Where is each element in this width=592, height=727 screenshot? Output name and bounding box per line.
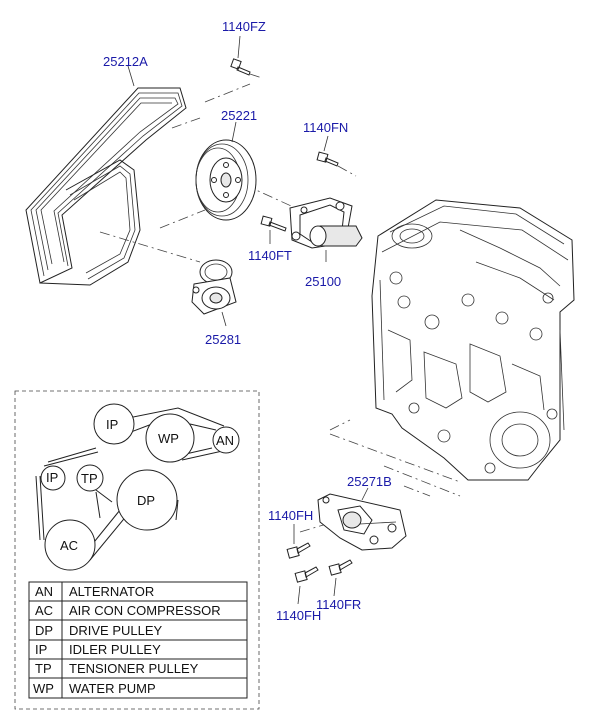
label-idler-pulley[interactable]: 25281	[205, 332, 241, 347]
bolt-1140fn[interactable]	[316, 151, 339, 167]
label-bolt-tensioner-a[interactable]: 1140FH	[268, 508, 313, 523]
drive-belt[interactable]	[25, 87, 187, 286]
legend-name: WATER PUMP	[69, 681, 156, 696]
legend-name: IDLER PULLEY	[69, 642, 161, 657]
legend-code: DP	[35, 623, 53, 638]
routing-pulley-an	[212, 426, 240, 454]
label-water-pump-pulley[interactable]: 25221	[221, 108, 257, 123]
routing-pulley-ip-top	[93, 403, 135, 445]
routing-code-wp: WP	[158, 431, 179, 446]
bolt-1140fr[interactable]	[328, 559, 353, 576]
routing-inset-frame	[14, 390, 260, 710]
water-pump-pulley[interactable]	[195, 139, 257, 221]
water-pump[interactable]	[289, 197, 363, 249]
label-bolt-tensioner-c[interactable]: 1140FR	[316, 597, 361, 612]
legend-code: AN	[35, 584, 53, 599]
tensioner-assembly[interactable]	[317, 493, 407, 551]
label-bolt-pump-right[interactable]: 1140FN	[303, 120, 348, 135]
label-tensioner[interactable]: 25271B	[347, 474, 392, 489]
routing-pulley-dp	[116, 469, 178, 531]
label-bolt-pump-left[interactable]: 1140FT	[248, 248, 292, 263]
legend-code: IP	[35, 642, 47, 657]
legend-code: TP	[35, 661, 52, 676]
routing-code-tp: TP	[81, 471, 98, 486]
legend-table: AN ALTERNATOR AC AIR CON COMPRESSOR DP D…	[28, 581, 248, 699]
routing-pulley-wp	[145, 413, 195, 463]
legend-code: AC	[35, 603, 53, 618]
routing-code-ip-top: IP	[106, 417, 118, 432]
bolt-1140fh-upper[interactable]	[286, 542, 311, 559]
label-water-pump[interactable]: 25100	[305, 274, 341, 289]
routing-code-dp: DP	[137, 493, 155, 508]
label-belt[interactable]: 25212A	[103, 54, 148, 69]
routing-pulley-ac	[44, 519, 96, 571]
bolt-1140fz[interactable]	[230, 58, 251, 76]
routing-code-an: AN	[216, 433, 234, 448]
label-bolt-tensioner-b[interactable]: 1140FH	[276, 608, 321, 623]
routing-pulley-tp	[76, 464, 104, 492]
legend-name: DRIVE PULLEY	[69, 623, 163, 638]
bolt-1140ft[interactable]	[260, 215, 287, 232]
legend-name: TENSIONER PULLEY	[69, 661, 199, 676]
engine-block	[371, 199, 575, 481]
legend-code: WP	[33, 681, 54, 696]
idler-pulley[interactable]	[191, 259, 237, 315]
legend-name: ALTERNATOR	[69, 584, 154, 599]
label-bolt-top[interactable]: 1140FZ	[222, 19, 266, 34]
routing-pulley-ip-left	[40, 465, 66, 491]
routing-code-ac: AC	[60, 538, 78, 553]
belt-routing-diagram: IP WP AN IP TP DP AC	[35, 403, 240, 571]
bolt-1140fh-lower[interactable]	[294, 566, 319, 583]
routing-code-ip-left: IP	[46, 470, 58, 485]
legend-name: AIR CON COMPRESSOR	[69, 603, 221, 618]
